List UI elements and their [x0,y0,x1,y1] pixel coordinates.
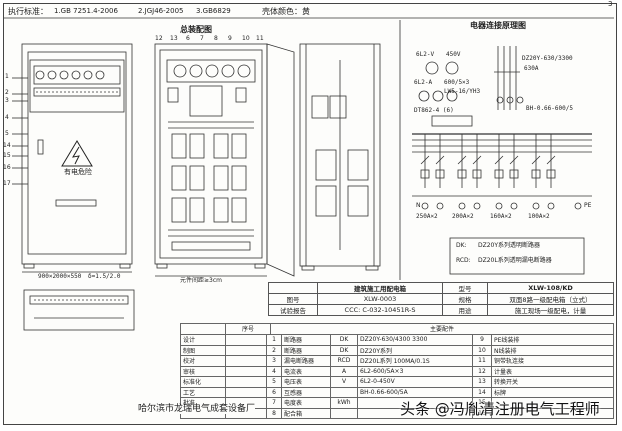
note-dk-text: DZ20Y系列透明断路器 [478,242,541,249]
table-row: 校对 3 漏电断路器 RCD DZ20L系列 100MA/0.1S 11 铜带轨… [180,355,614,367]
schem-label-voltage: 450V [446,51,461,58]
table-row: 工艺 6 互感器 BH-0.66-600/5A 14 标牌 [180,386,614,398]
approval-label: 工艺 [180,386,226,398]
approval-label: 审核 [180,365,226,377]
callout-10: 10 [242,35,250,42]
page-number: 3 [608,0,613,8]
spec-cell: CCC: C-032-10451R-S [317,304,443,316]
callout-15: 15 [3,152,11,159]
standard-1: 1.GB 7251.4-2006 [54,7,118,15]
table-row: 制图 2 断路器 DK DZ20Y系列 10 N线装排 [180,344,614,356]
wiring-title: 电器连接原理图 [470,21,526,30]
company-name: 哈尔滨市龙瑞电气成套设备厂 [138,404,256,414]
schem-label-n: N [416,202,421,209]
table-row: 设计 1 断路器 DK DZ20Y-630/4300 3300 9 PE线装排 [180,334,614,346]
callout-12: 12 [155,35,163,42]
parts-header: 序号 主要配件 [180,323,614,335]
schem-label-200a: 200A×2 [452,213,474,220]
note-dk-label: DK: [456,242,467,249]
spacing-label: 元件间距≥3cm [180,277,222,284]
schem-label-breaker: DZ20Y-630/3300 [522,55,573,62]
schem-label-100a: 100A×2 [528,213,550,220]
spec-cell: XLW-108/KD [487,282,614,294]
spec-cell: 图号 [268,293,318,305]
callout-9: 9 [228,35,232,42]
schem-label-ammeter: 6L2-A [414,79,433,86]
schem-label-ct: 600/5×3 [444,79,470,86]
schem-label-250a: 250A×2 [416,213,438,220]
callout-4: 4 [5,114,9,121]
schem-label-meter: DT862-4 (6) [414,107,454,114]
spec-cell [268,282,318,294]
spec-cell: 施工现场一级配电，计量 [487,304,614,316]
schem-label-pe: PE [584,202,592,209]
spec-cell: 用途 [442,304,488,316]
approval-label: 标准化 [180,376,226,388]
callout-11: 11 [256,35,264,42]
spec-cell: 试验报告 [268,304,318,316]
table-row: 标准化 5 电压表 V 6L2-0-450V 13 转换开关 [180,376,614,388]
callout-14: 14 [3,142,11,149]
spec-cell: 型号 [442,282,488,294]
approval-label: 制图 [180,344,226,356]
table-row: 序号 主要配件 [180,323,614,335]
callout-8: 8 [214,35,218,42]
table-row: 图号 XLW-0003 规格 双面8路一级配电箱（立式） [268,293,614,305]
layout-title: 总装配图 [180,25,212,34]
callout-1: 1 [5,73,9,80]
spec-cell: 规格 [442,293,488,305]
schem-label-switch: LW5-16/YH3 [444,88,481,95]
dimensions-label: 900×2000×550 [38,273,82,280]
standards-label: 执行标准： [8,7,48,16]
callout-3: 3 [5,97,9,104]
hazard-text: 有电危险 [64,168,92,176]
spec-cell: XLW-0003 [317,293,443,305]
schem-label-voltmeter: 6L2-V [416,51,435,58]
callout-6: 6 [186,35,190,42]
thickness-label: δ=1.5/2.0 [88,273,121,280]
parts-header-title: 主要配件 [270,323,614,335]
table-row: 建筑施工用配电箱 型号 XLW-108/KD [268,282,614,294]
callout-5: 5 [5,130,9,137]
callout-2: 2 [5,89,9,96]
parts-header-index: 序号 [225,323,271,335]
approval-label: 校对 [180,355,226,367]
callout-13: 13 [170,35,178,42]
callout-16: 16 [3,164,11,171]
spec-cell: 双面8路一级配电箱（立式） [487,293,614,305]
callout-17: 17 [3,180,11,187]
watermark: 头条 @冯胤清注册电气工程师 [400,400,600,418]
table-row: 试验报告 CCC: C-032-10451R-S 用途 施工现场一级配电，计量 [268,304,614,316]
note-rcd-text: DZ20L系列透明漏电断路器 [478,257,552,264]
approval-label: 设计 [180,334,226,346]
spec-table: 建筑施工用配电箱 型号 XLW-108/KD 图号 XLW-0003 规格 双面… [268,282,614,316]
standard-2: 2.JGJ46-2005 [138,7,184,15]
table-row: 审核 4 电流表 A 6L2-600/5A×3 12 计量表 [180,365,614,377]
callout-7: 7 [200,35,204,42]
color-label: 壳体颜色：黄 [262,7,310,16]
schem-label-160a: 160A×2 [490,213,512,220]
note-rcd-label: RCD: [456,257,471,264]
standard-3: 3.GB6829 [196,7,231,15]
schem-label-rating: 630A [524,65,539,72]
spec-cell: 建筑施工用配电箱 [317,282,443,294]
schem-label-transformer: BH-0.66-600/5 [526,105,573,112]
